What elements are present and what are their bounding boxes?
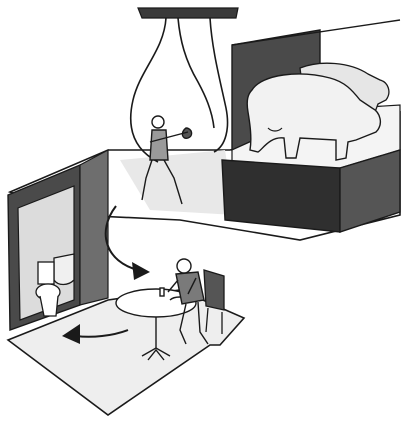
toilet: [35, 261, 61, 317]
guitarist-legs: [141, 159, 183, 205]
glass: [159, 287, 165, 297]
bottle-shaped-pipe: [129, 17, 229, 163]
diner-legs: [179, 301, 209, 345]
diner-body: [175, 271, 205, 305]
cow-front: [246, 73, 382, 161]
lower-room-partition: [79, 148, 109, 306]
guitar: [149, 127, 193, 143]
sink: [53, 253, 75, 286]
chair: [203, 269, 225, 334]
guitarist-head: [151, 115, 165, 129]
dining-table: [115, 287, 197, 361]
diner-arms: [167, 277, 197, 295]
ceiling-beam: [137, 7, 239, 19]
cow-pen-right-side: [339, 149, 401, 233]
arrow-down: [104, 205, 150, 280]
bathroom-inner: [17, 185, 75, 321]
diner: [167, 258, 209, 345]
guitarist-body: [149, 129, 169, 161]
diner-head: [176, 258, 192, 274]
cow-pen-front-side: [221, 159, 341, 233]
arrow-left: [62, 324, 129, 344]
upper-floor-shading: [120, 150, 235, 215]
cow-pen-top-rail: [231, 19, 401, 46]
guitarist: [141, 115, 193, 205]
